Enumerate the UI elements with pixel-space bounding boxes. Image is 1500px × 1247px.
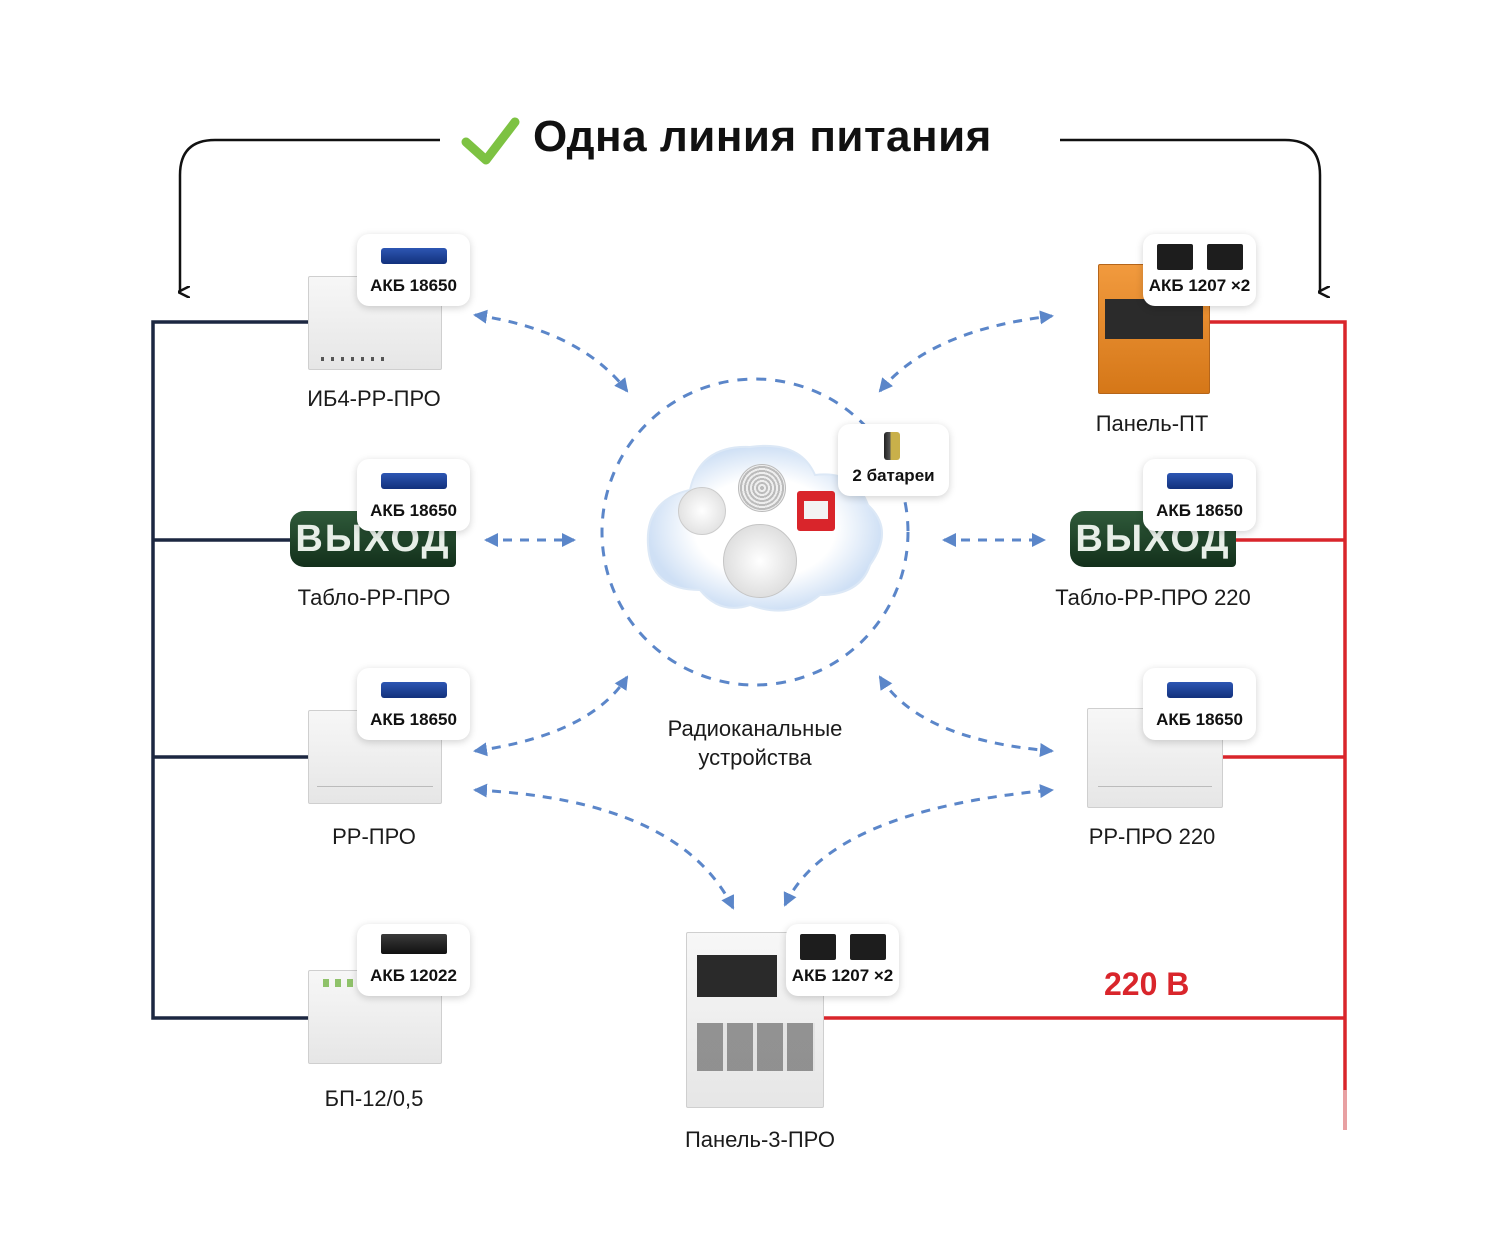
device-label-ib4: ИБ4-РР-ПРО bbox=[307, 386, 441, 411]
battery-label: АКБ 18650 bbox=[370, 501, 457, 520]
battery-label: АКБ 18650 bbox=[1156, 501, 1243, 520]
battery-icon bbox=[1207, 244, 1243, 270]
battery-icon bbox=[1167, 473, 1233, 489]
battery-label: АКБ 12022 bbox=[370, 966, 457, 985]
battery-icon bbox=[381, 248, 447, 264]
battery-badge-ib4: АКБ 18650 bbox=[357, 234, 470, 306]
device-label-panel-3-pro: Панель-3-ПРО bbox=[684, 1127, 835, 1152]
check-icon bbox=[461, 117, 520, 165]
battery-label: 2 батареи bbox=[852, 466, 935, 485]
device-label-bp: БП-12/0,5 bbox=[324, 1086, 424, 1111]
power-arrow-right bbox=[1060, 138, 1320, 292]
battery-icon bbox=[381, 473, 447, 489]
battery-icon bbox=[800, 934, 836, 960]
radio-label-line-1: Радиоканальные bbox=[667, 716, 843, 741]
radio-links bbox=[473, 309, 1054, 910]
mains-bus bbox=[824, 320, 1347, 1090]
low-voltage-bus bbox=[151, 320, 308, 1020]
battery-icon bbox=[1157, 244, 1193, 270]
battery-label: АКБ 1207 ×2 bbox=[791, 966, 894, 985]
radio-devices-label: Радиоканальные устройства bbox=[640, 714, 870, 772]
voltage-label: 220 В bbox=[1104, 966, 1190, 1002]
radio-label-line-2: устройства bbox=[698, 745, 812, 770]
battery-icon bbox=[1167, 682, 1233, 698]
page-title: Одна линия питания bbox=[533, 112, 992, 161]
device-label-rr-pro: РР-ПРО bbox=[332, 824, 416, 849]
device-label-tablo-220: Табло-РР-ПРО 220 bbox=[1055, 585, 1251, 610]
battery-badge-panel-3-pro: АКБ 1207 ×2 bbox=[786, 924, 899, 996]
device-label-rr-pro-220: РР-ПРО 220 bbox=[1088, 824, 1216, 849]
battery-icon bbox=[381, 682, 447, 698]
siren-icon bbox=[738, 464, 786, 512]
sounder-icon bbox=[723, 524, 797, 598]
battery-label: АКБ 18650 bbox=[370, 276, 457, 295]
battery-badge-bp: АКБ 12022 bbox=[357, 924, 470, 996]
device-label-panel-pt: Панель-ПТ bbox=[1095, 411, 1209, 436]
battery-badge-panel-pt: АКБ 1207 ×2 bbox=[1143, 234, 1256, 306]
battery-label: АКБ 18650 bbox=[370, 710, 457, 729]
smoke-detector-icon bbox=[678, 487, 726, 535]
battery-badge-tablo-220: АКБ 18650 bbox=[1143, 459, 1256, 531]
radio-zone bbox=[600, 377, 910, 687]
device-label-tablo: Табло-РР-ПРО bbox=[297, 585, 451, 610]
power-arrow-left bbox=[180, 138, 440, 292]
manual-call-point-icon bbox=[797, 491, 835, 531]
battery-badge-radio: 2 батареи bbox=[838, 424, 949, 496]
battery-badge-rr-pro-220: АКБ 18650 bbox=[1143, 668, 1256, 740]
battery-icon bbox=[381, 934, 447, 954]
battery-badge-tablo: АКБ 18650 bbox=[357, 459, 470, 531]
battery-icon bbox=[884, 432, 900, 460]
battery-label: АКБ 18650 bbox=[1156, 710, 1243, 729]
battery-icon bbox=[850, 934, 886, 960]
battery-label: АКБ 1207 ×2 bbox=[1148, 276, 1251, 295]
battery-badge-rr-pro: АКБ 18650 bbox=[357, 668, 470, 740]
